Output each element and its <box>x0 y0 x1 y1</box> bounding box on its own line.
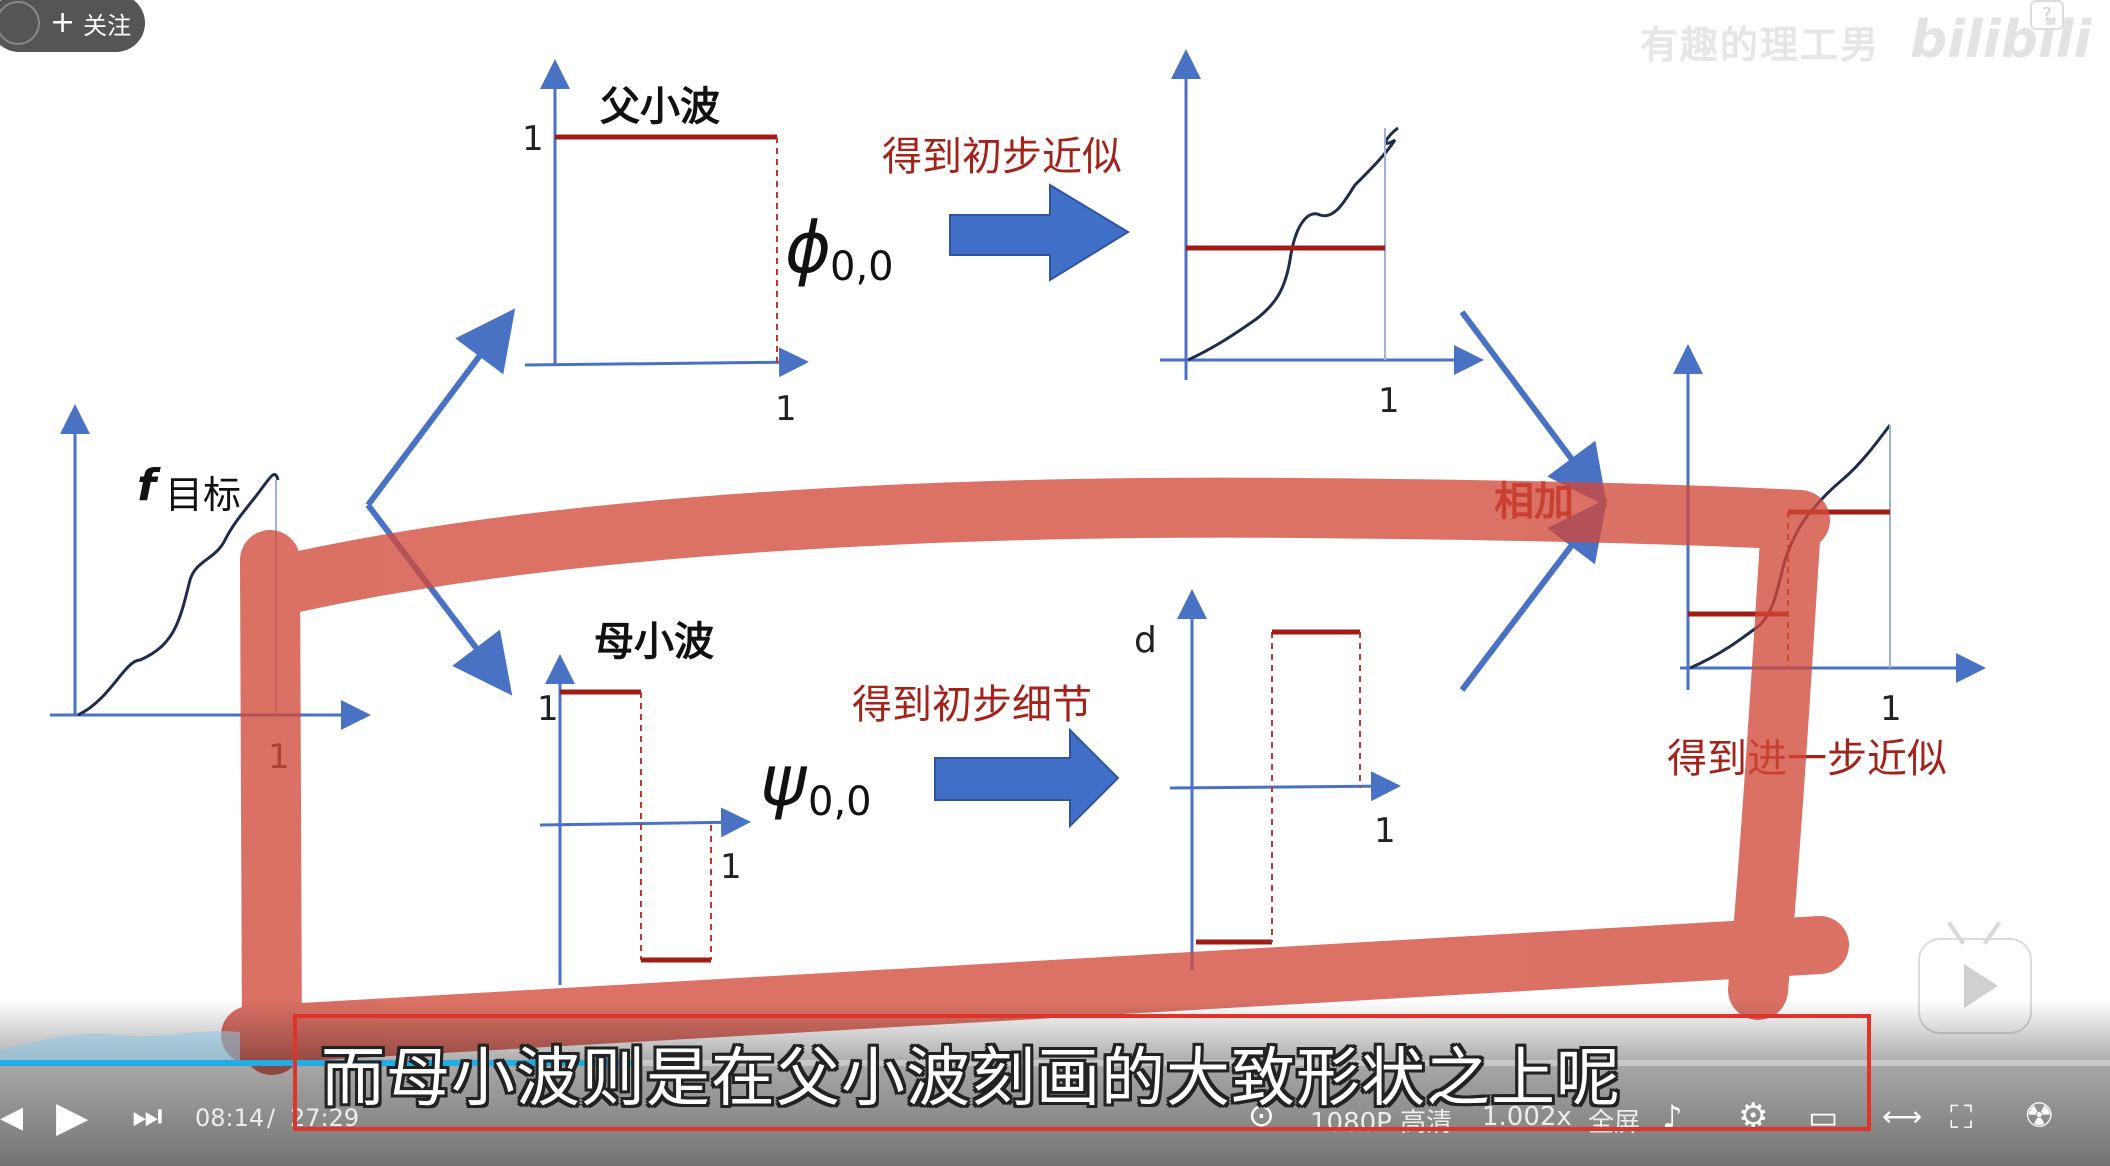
detail-plot: d 1 <box>1134 589 1401 970</box>
play-button[interactable]: ▶ <box>56 1092 89 1141</box>
follow-label: 关注 <box>83 11 132 40</box>
fullscreen-label[interactable]: 全屏 <box>1588 1108 1641 1138</box>
plus-icon: + <box>50 5 76 40</box>
father-symbol: ϕ <box>785 207 831 289</box>
progress-heatmap <box>0 1031 240 1065</box>
target-symbol: f <box>137 460 161 511</box>
follow-button[interactable]: + 关注 <box>0 0 145 52</box>
father-title: 父小波 <box>600 84 720 130</box>
mother-symbol: ψ <box>760 740 808 822</box>
further-approx-plot: 1 得到进一步近似 <box>1667 344 1986 782</box>
quality-select[interactable]: 1080P 高清 <box>1310 1108 1453 1138</box>
progress-bar[interactable] <box>0 1060 2110 1066</box>
bilibili-logo: bilibili <box>1910 10 2092 70</box>
father-subscript: 0,0 <box>830 244 894 290</box>
subtitle-highlight-box: 而母小波则是在父小波刻画的大致形状之上呢 <box>293 1014 1871 1131</box>
mother-title: 母小波 <box>594 619 714 665</box>
detail-axis-label: d <box>1134 620 1157 661</box>
current-time: 08:14 <box>195 1104 265 1132</box>
mother-wavelet-plot: 母小波 1 1 ψ 0,0 <box>537 619 872 985</box>
detail-tick-x: 1 <box>1374 811 1396 851</box>
fullscreen-icon[interactable]: ⛶ <box>1950 1098 1973 1136</box>
detail-label: 得到初步细节 <box>852 682 1092 728</box>
detail-arrow: 得到初步细节 <box>852 682 1120 829</box>
approx-label: 得到初步近似 <box>882 134 1122 180</box>
subtitle-text: 而母小波则是在父小波刻画的大致形状之上呢 <box>321 1041 1621 1116</box>
volume-icon[interactable]: ♪ <box>1662 1098 1683 1136</box>
progress-fill <box>0 1060 633 1066</box>
father-wavelet-plot: 父小波 1 1 ϕ 0,0 <box>522 59 894 429</box>
further-tick-x: 1 <box>1880 689 1902 729</box>
approx-arrow: 得到初步近似 <box>882 134 1130 282</box>
father-tick-y: 1 <box>522 119 544 159</box>
avatar[interactable] <box>0 1 40 45</box>
father-tick-x: 1 <box>775 389 797 429</box>
mother-tick-y: 1 <box>537 689 559 729</box>
prev-icon[interactable]: ◀ <box>0 1100 24 1135</box>
mother-subscript: 0,0 <box>808 779 872 825</box>
further-approx-label: 得到进一步近似 <box>1667 736 1947 782</box>
help-icon[interactable]: ? <box>2030 0 2064 30</box>
time-separator: / <box>267 1104 276 1132</box>
player-controls <box>0 1000 2110 1166</box>
mother-tick-x: 1 <box>720 847 742 887</box>
approx-plot: 1 <box>1160 49 1484 421</box>
widescreen-icon[interactable]: ⟷ <box>1882 1100 1923 1133</box>
target-label: 目标 <box>165 473 241 517</box>
next-button[interactable]: ⏭ <box>132 1096 163 1136</box>
approx-tick-x: 1 <box>1378 381 1400 421</box>
web-fullscreen-icon[interactable]: ☢ <box>2024 1096 2055 1136</box>
channel-watermark: 有趣的理工男 <box>1640 23 1881 67</box>
